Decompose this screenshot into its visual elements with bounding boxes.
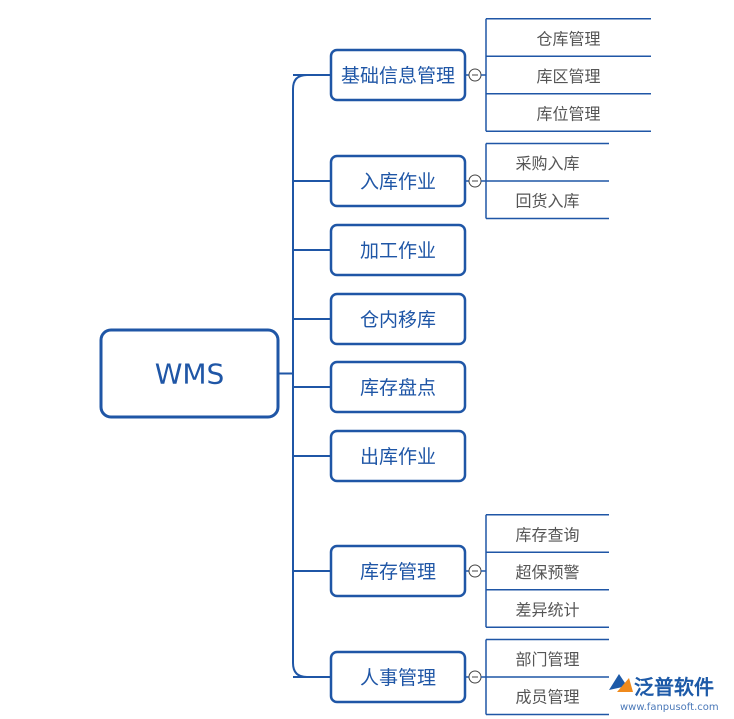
branch-node-box xyxy=(329,154,467,208)
watermark-url: www.fanpusoft.com xyxy=(620,702,719,713)
branch-node-label: 入库作业 xyxy=(360,171,436,193)
spine-connector xyxy=(292,74,331,678)
branch-node: 库存管理 xyxy=(329,544,467,598)
branch-node-box xyxy=(329,360,467,414)
branch-node: 仓内移库 xyxy=(329,292,467,346)
branch-node: 加工作业 xyxy=(329,223,467,277)
leaf-node-label: 部门管理 xyxy=(515,650,579,669)
branch-node-box xyxy=(329,650,467,704)
branch-node-label: 加工作业 xyxy=(360,240,436,262)
branch-node: 人事管理 xyxy=(329,650,467,704)
branch-node-label: 基础信息管理 xyxy=(341,65,455,87)
branch-node-label: 仓内移库 xyxy=(360,309,436,331)
branch-node-box xyxy=(329,223,467,277)
root-node: WMS xyxy=(99,328,280,419)
branch-node: 入库作业 xyxy=(329,154,467,208)
branch-node-label: 出库作业 xyxy=(360,446,436,468)
branch-node: 库存盘点 xyxy=(329,360,467,414)
root-node-box xyxy=(99,328,280,419)
leaf-node-label: 超保预警 xyxy=(515,563,579,582)
branch-node: 出库作业 xyxy=(329,429,467,483)
leaf-node-label: 仓库管理 xyxy=(536,29,600,48)
leaf-node-label: 库存查询 xyxy=(515,525,579,544)
watermark: 泛普软件 www.fanpusoft.com xyxy=(609,674,719,713)
branch-node-label: 库存管理 xyxy=(360,561,436,583)
branch-node-box xyxy=(329,48,467,102)
watermark-name: 泛普软件 xyxy=(634,675,714,699)
branch-node-label: 库存盘点 xyxy=(360,377,436,399)
leaf-node-label: 采购入库 xyxy=(515,154,579,173)
branch-node: 基础信息管理 xyxy=(329,48,467,102)
branch-node-box xyxy=(329,544,467,598)
branch-node-box xyxy=(329,292,467,346)
leaf-node-label: 成员管理 xyxy=(515,688,579,707)
root-node-label: WMS xyxy=(155,358,225,391)
leaf-node-label: 差异统计 xyxy=(515,600,579,619)
leaf-node-label: 回货入库 xyxy=(515,192,579,211)
fanpu-logo-icon xyxy=(609,674,633,692)
connectors xyxy=(278,18,651,716)
leaf-node-label: 库位管理 xyxy=(536,104,600,123)
leaf-node-label: 库区管理 xyxy=(536,67,600,86)
branch-node-box xyxy=(329,429,467,483)
branch-node-label: 人事管理 xyxy=(360,667,436,689)
